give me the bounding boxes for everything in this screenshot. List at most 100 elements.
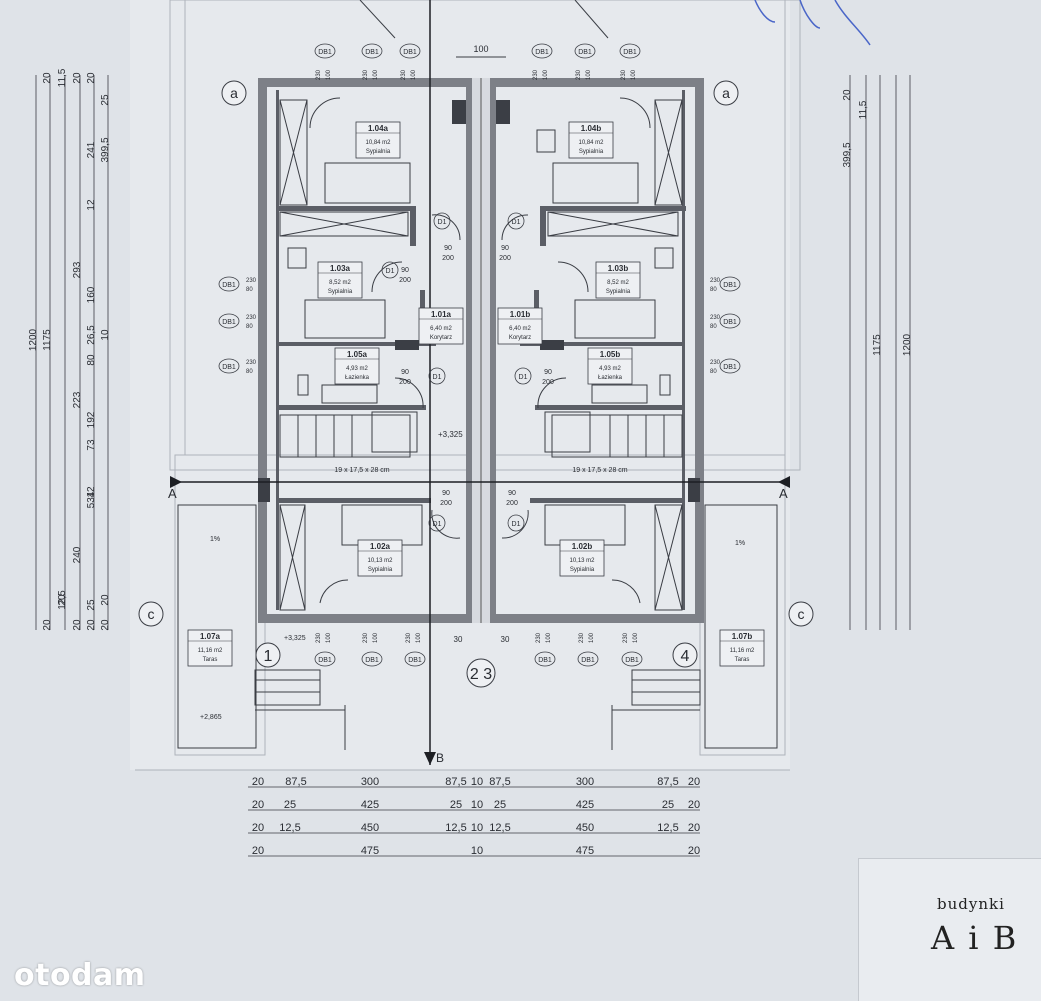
dimension-label: 20 — [100, 619, 111, 631]
dimension-label: 12,5 — [279, 822, 300, 834]
dimension-label: 10 — [471, 822, 483, 834]
slope-right: 1% — [735, 540, 745, 547]
room-number: 1.03b — [608, 264, 629, 273]
dimension-label: 20 — [842, 89, 853, 101]
window-size-230: 230 — [363, 69, 369, 80]
dimension-label: 20 — [688, 822, 700, 834]
dimension-label: 20 — [688, 776, 700, 788]
room-area: 11,16 m2 — [730, 648, 755, 654]
window-size-100: 100 — [589, 632, 595, 643]
otodam-watermark: otodam — [14, 958, 146, 993]
dimension-label: 12,5 — [657, 822, 678, 834]
door-tag-label: D1 — [519, 374, 528, 381]
window-size-80: 80 — [710, 369, 717, 375]
stairs-label-a: 19 x 17,5 x 28 cm — [334, 467, 389, 474]
stamp-line-1: budynki — [937, 895, 1005, 913]
slope-left: 1% — [210, 536, 220, 543]
section-label-a-left: A — [168, 486, 177, 501]
room-name: Taras — [735, 657, 750, 663]
window-tag-label: DB1 — [222, 364, 236, 371]
dimension-label: 25 — [284, 799, 296, 811]
room-number: 1.05a — [347, 350, 368, 359]
window-tag-label: DB1 — [222, 282, 236, 289]
window-size-100: 100 — [543, 69, 549, 80]
dimension-label: 10 — [471, 799, 483, 811]
dimension-label: 20 — [252, 845, 264, 857]
axis-2-3: 2 3 — [470, 666, 492, 683]
room-area: 10,13 m2 — [367, 558, 393, 564]
window-size-230: 230 — [246, 315, 257, 321]
dimension-label: 20 — [72, 72, 83, 84]
room-number: 1.02b — [572, 542, 593, 551]
level-lower-a: +3,325 — [284, 635, 306, 642]
dimension-label: 534 — [86, 491, 97, 508]
dimension-label: 475 — [361, 845, 379, 857]
dimension-label: 10 — [471, 845, 483, 857]
door-width: 90 — [401, 369, 409, 376]
dimension-label: 12 — [86, 199, 97, 211]
window-size-230: 230 — [579, 632, 585, 643]
room-name: Łazienka — [345, 375, 370, 381]
window-size-230: 230 — [246, 278, 257, 284]
window-size-100: 100 — [326, 69, 332, 80]
room-name: Sypialnia — [366, 149, 391, 155]
dimension-label: 1175 — [872, 334, 883, 356]
dimension-label: 20 — [100, 594, 111, 606]
dimension-label: 192 — [86, 411, 97, 428]
window-tag-label: DB1 — [318, 49, 332, 56]
dimension-label: 20 — [252, 799, 264, 811]
door-tag-label: D1 — [386, 268, 395, 275]
room-area: 4,93 m2 — [346, 366, 368, 372]
door-tag: D1 — [381, 261, 399, 279]
dimension-label: 12 — [86, 486, 97, 498]
dimension-label: 20 — [42, 72, 53, 84]
room-area: 11,16 m2 — [198, 648, 223, 654]
dimension-label: 293 — [72, 261, 83, 278]
door-tag-label: D1 — [433, 374, 442, 381]
door-height: 200 — [506, 500, 518, 507]
axis-c-left: c — [148, 606, 155, 622]
dimension-label: 10 — [100, 329, 111, 341]
window-tag-label: DB1 — [578, 49, 592, 56]
door-tag-label: D1 — [512, 219, 521, 226]
dimension-label: 20 — [86, 619, 97, 631]
room-name: Sypialnia — [328, 289, 353, 295]
gap-dimension-left: 30 — [454, 635, 463, 644]
window-tag-label: DB1 — [408, 657, 422, 664]
window-size-230: 230 — [536, 632, 542, 643]
room-area: 8,52 m2 — [329, 280, 351, 286]
window-size-100: 100 — [586, 69, 592, 80]
window-tag-label: DB1 — [625, 657, 639, 664]
door-width: 90 — [508, 490, 516, 497]
window-tag-label: DB1 — [538, 657, 552, 664]
dimension-label: 87,5 — [489, 776, 510, 788]
room-name: Łazienka — [598, 375, 623, 381]
stamp-line-2: A i B — [931, 919, 1019, 957]
dimension-label: 20 — [57, 594, 68, 606]
dimension-label: 25 — [494, 799, 506, 811]
window-size-230: 230 — [710, 315, 721, 321]
door-height: 200 — [442, 255, 454, 262]
window-size-230: 230 — [401, 69, 407, 80]
axis-c-right: c — [798, 606, 805, 622]
